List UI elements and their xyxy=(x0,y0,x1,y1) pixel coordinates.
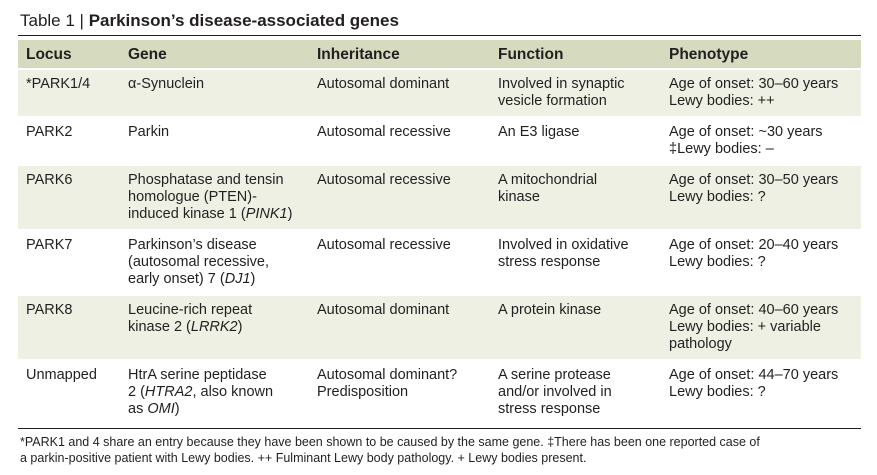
table-footnote: *PARK1 and 4 share an entry because they… xyxy=(18,428,861,466)
cell-locus: PARK2 xyxy=(18,116,120,165)
table-figure: Table 1 | Parkinson’s disease-associated… xyxy=(18,10,861,466)
cell-gene: Parkin xyxy=(120,116,309,165)
cell-inheritance: Autosomal recessive xyxy=(309,164,490,230)
table-title: Table 1 | Parkinson’s disease-associated… xyxy=(18,10,861,32)
cell-gene: Parkinson’s disease(autosomal recessive,… xyxy=(120,229,309,295)
header-locus: Locus xyxy=(18,40,120,69)
cell-function: An E3 ligase xyxy=(490,116,661,165)
cell-function: A protein kinase xyxy=(490,294,661,360)
title-rule xyxy=(18,35,861,36)
footnote-line: a parkin-positive patient with Lewy bodi… xyxy=(20,451,587,465)
cell-locus: Unmapped xyxy=(18,359,120,424)
cell-inheritance: Autosomal recessive xyxy=(309,229,490,295)
cell-inheritance: Autosomal dominant xyxy=(309,68,490,117)
cell-inheritance: Autosomal dominant xyxy=(309,294,490,360)
table-row: PARK2 Parkin Autosomal recessive An E3 l… xyxy=(18,116,861,165)
cell-inheritance: Autosomal dominant?Predisposition xyxy=(309,359,490,424)
table-number: Table 1 | xyxy=(20,11,89,30)
cell-inheritance: Autosomal recessive xyxy=(309,116,490,165)
table-row: *PARK1/4 α-Synuclein Autosomal dominant … xyxy=(18,68,861,117)
genes-table: Locus Gene Inheritance Function Phenotyp… xyxy=(18,40,861,424)
cell-locus: PARK8 xyxy=(18,294,120,360)
header-inheritance: Inheritance xyxy=(309,40,490,69)
cell-phenotype: Age of onset: ~30 years‡Lewy bodies: – xyxy=(661,116,861,165)
header-gene: Gene xyxy=(120,40,309,69)
footnote-line: *PARK1 and 4 share an entry because they… xyxy=(20,435,760,449)
table-title-text: Parkinson’s disease-associated genes xyxy=(88,11,399,30)
header-phenotype: Phenotype xyxy=(661,40,861,69)
cell-gene: α-Synuclein xyxy=(120,68,309,117)
cell-locus: *PARK1/4 xyxy=(18,68,120,117)
header-row: Locus Gene Inheritance Function Phenotyp… xyxy=(18,40,861,69)
cell-locus: PARK6 xyxy=(18,164,120,230)
table-row: PARK7 Parkinson’s disease(autosomal rece… xyxy=(18,229,861,295)
header-function: Function xyxy=(490,40,661,69)
cell-locus: PARK7 xyxy=(18,229,120,295)
